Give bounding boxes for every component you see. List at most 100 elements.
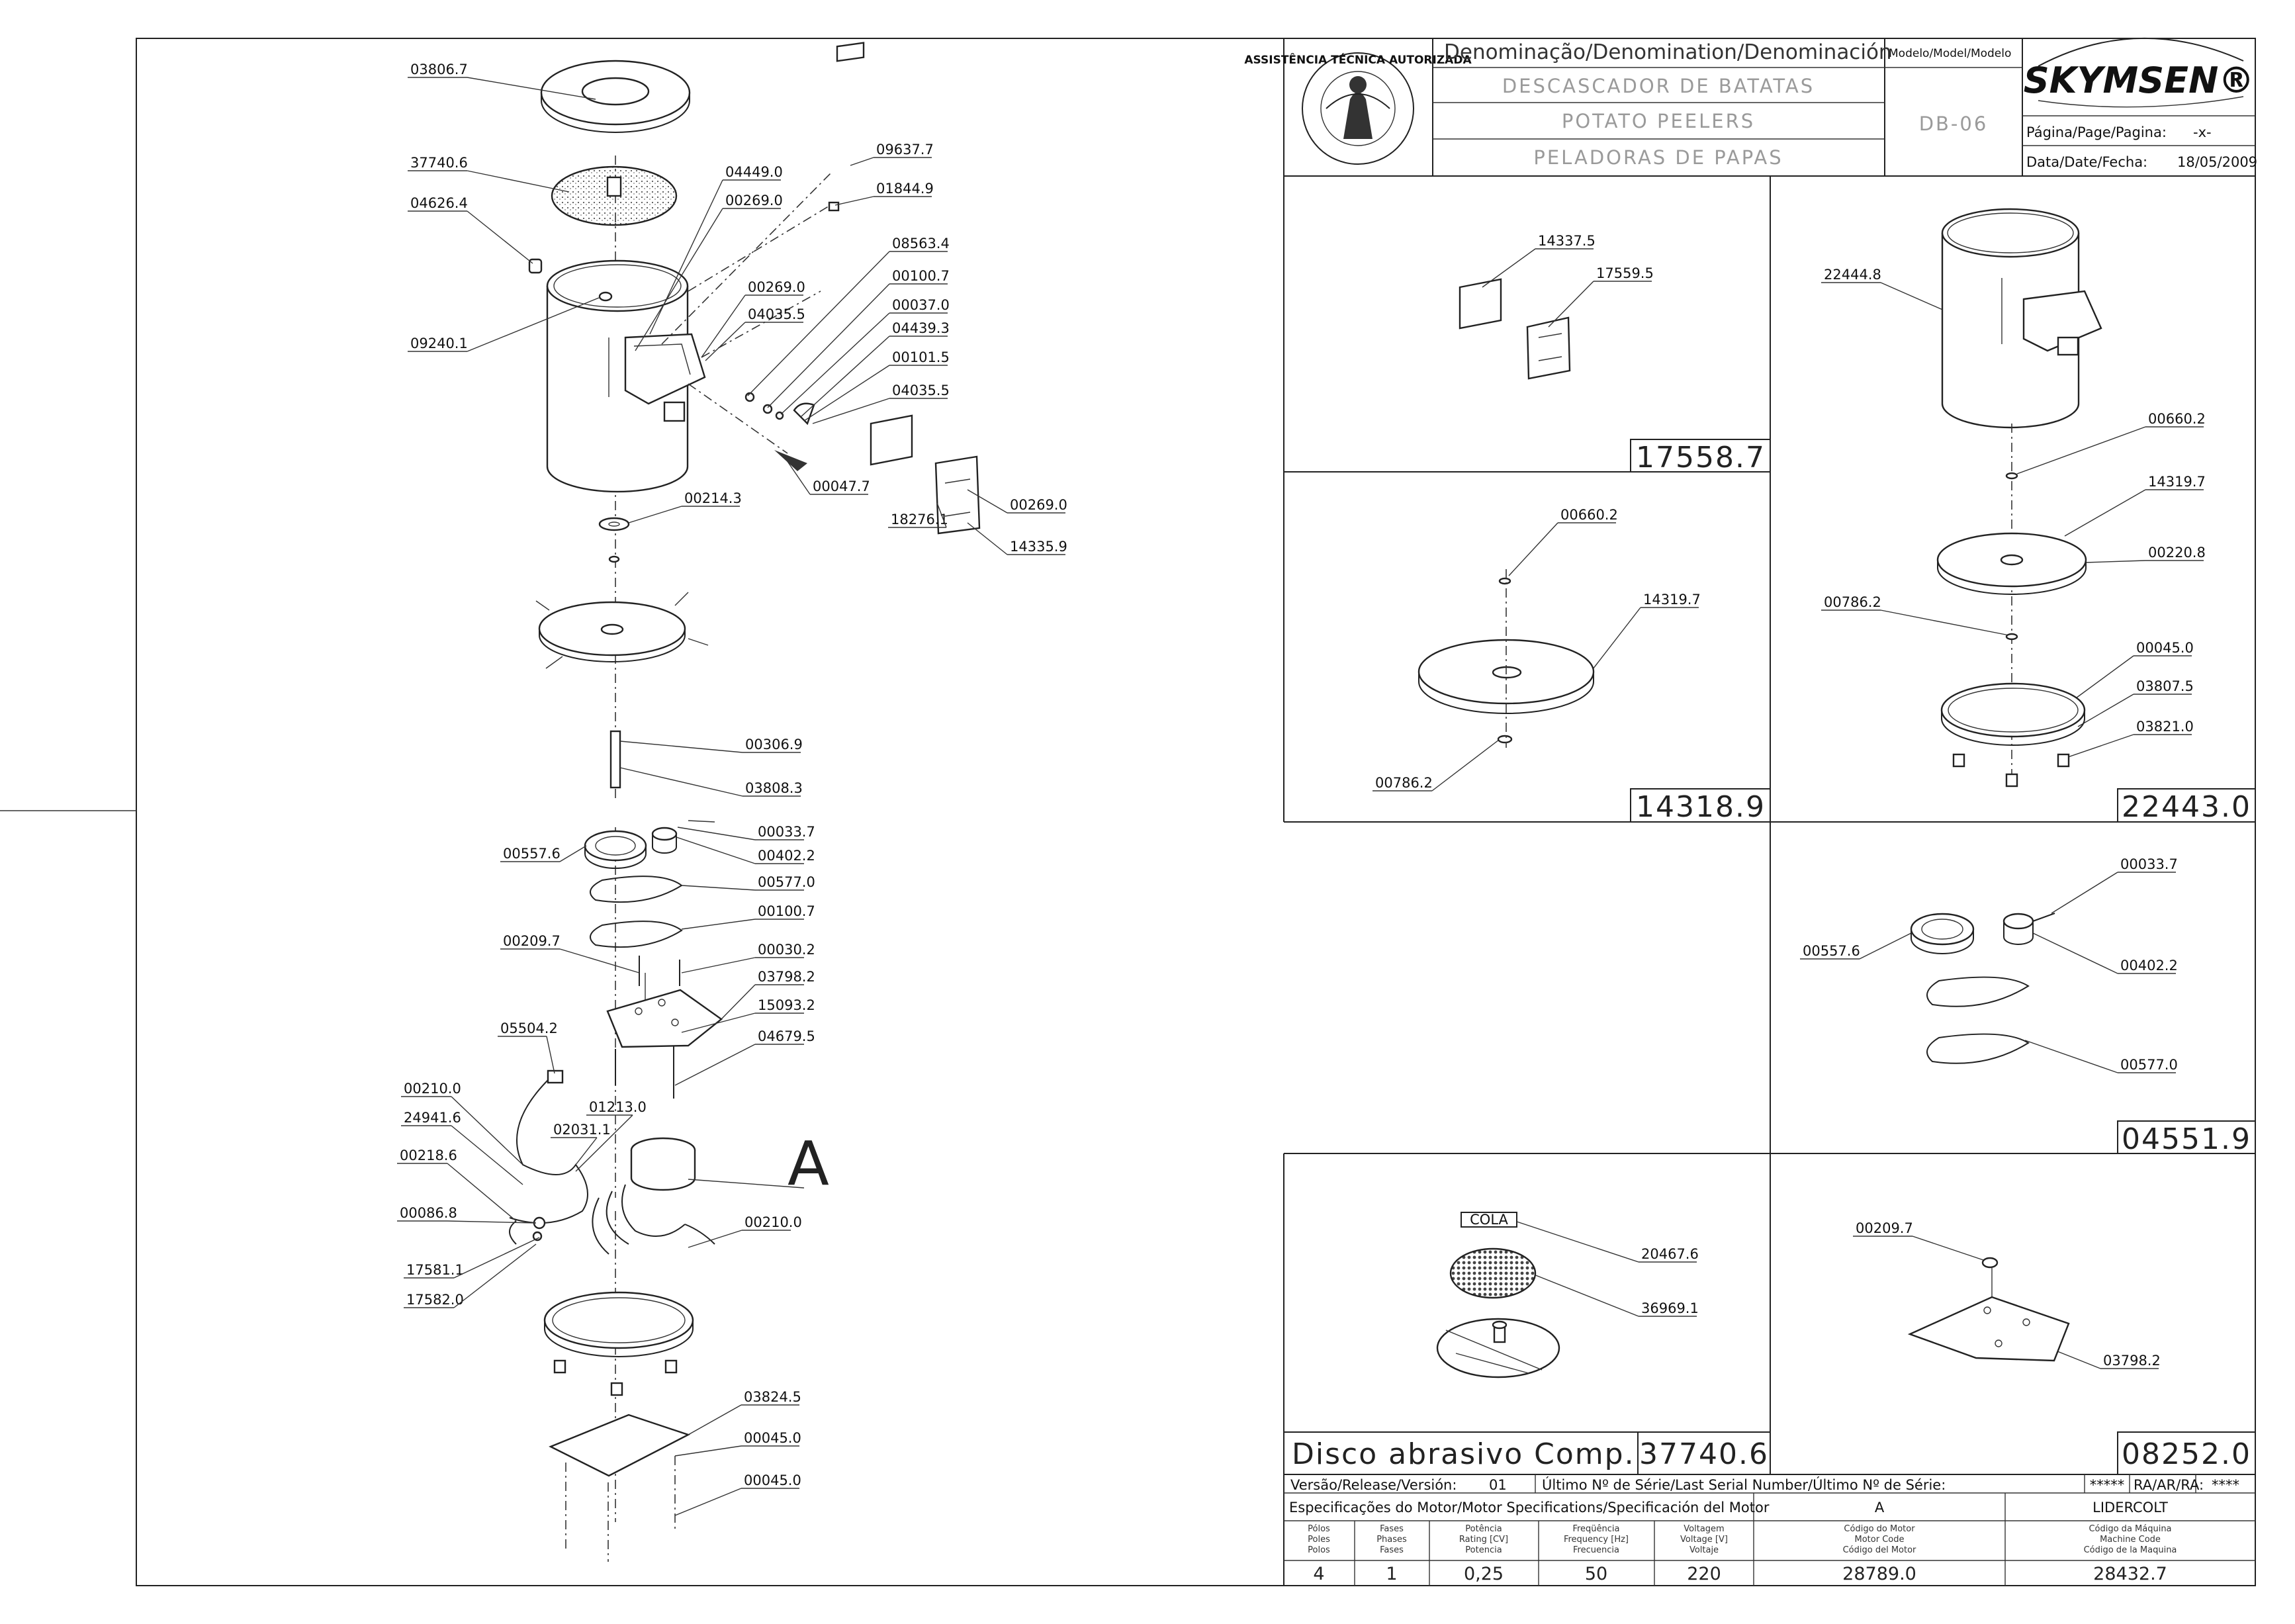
part-callout: 09637.7 (850, 142, 934, 166)
part-callout: 00218.6 (397, 1148, 517, 1222)
part-number-label: 04626.4 (410, 195, 468, 211)
part-number-label: 00209.7 (503, 933, 561, 949)
part-callout: 00033.7 (2051, 856, 2178, 914)
phases-value: 1 (1386, 1564, 1397, 1584)
part-number-label: 22444.8 (1824, 267, 1881, 283)
part-callout: 00269.0 (967, 489, 1067, 514)
motor-spec-table: Versão/Release/Versión: 01 Último Nº de … (1283, 1474, 2255, 1586)
page-value: -x- (2193, 124, 2212, 140)
cola-tag: COLA (1470, 1212, 1508, 1228)
belt-lower (590, 921, 683, 948)
part-callout: 00045.0 (674, 1430, 801, 1457)
part-number-label: 18276.1 (891, 512, 948, 527)
part-callout: 00660.2 (2016, 411, 2206, 474)
poles-value: 4 (1313, 1564, 1324, 1584)
part-number-label: 00786.2 (1375, 775, 1433, 791)
part-callout: 04626.4 (408, 195, 533, 264)
part-number-label: 03798.2 (758, 969, 815, 985)
part-number-label: 17582.0 (406, 1292, 464, 1308)
part-number-label: 04035.5 (892, 383, 950, 398)
svg-text:Voltagem: Voltagem (1684, 1524, 1724, 1534)
part-number-label: 00100.7 (892, 268, 950, 284)
main-exploded-parts (509, 42, 981, 1562)
part-number-label: 01213.0 (589, 1099, 647, 1115)
part-number-label: 09240.1 (410, 336, 468, 351)
bearing (598, 517, 630, 531)
svg-text:Pólos: Pólos (1308, 1524, 1330, 1534)
svg-text:Frecuencia: Frecuencia (1573, 1545, 1619, 1555)
main-part-labels: 03806.737740.604626.409240.104449.000269… (397, 62, 1067, 1516)
part-callout: 03821.0 (2065, 719, 2194, 758)
svg-text:Phases: Phases (1376, 1535, 1407, 1545)
part-callout: 20467.6 (1516, 1221, 1699, 1263)
date-label: Data/Date/Fecha: (2026, 154, 2147, 170)
part-callout: 00402.2 (676, 836, 815, 864)
part-callout: 17582.0 (404, 1243, 537, 1308)
part-number-label: 00660.2 (1560, 507, 1618, 523)
svg-text:Poles: Poles (1308, 1535, 1330, 1545)
part-callout: 00557.6 (1800, 932, 1912, 960)
part-number-label: 01844.9 (876, 181, 934, 197)
svg-text:Machine Code: Machine Code (2100, 1535, 2161, 1545)
part-number-label: 05504.2 (500, 1020, 558, 1036)
part-callout: 00086.8 (397, 1205, 537, 1224)
part-number-label: 03821.0 (2136, 719, 2194, 735)
cap-fitting (528, 258, 543, 274)
title-block: ASSISTÊNCIA TÉCNICA AUTORIZADA Denominaç… (1244, 37, 2257, 177)
part-callout: 00269.0 (635, 193, 783, 351)
machine-code-value: 28432.7 (2093, 1564, 2167, 1584)
model-header: Modelo/Model/Modelo (1889, 47, 2011, 60)
part-number-label: 00045.0 (744, 1430, 801, 1446)
frequency-value: 50 (1585, 1564, 1607, 1584)
part-callout: 00306.9 (619, 737, 803, 753)
motor-letter: A (1875, 1500, 1885, 1515)
part-callout: 14319.7 (2064, 474, 2206, 537)
part-number-label: 00030.2 (758, 942, 815, 958)
svg-text:Voltaje: Voltaje (1689, 1545, 1719, 1555)
part-callout: 03798.2 (2053, 1349, 2161, 1369)
sheet-border (136, 38, 2256, 1586)
part-number-label: 14319.7 (1643, 592, 1701, 608)
part-number-label: 03798.2 (2103, 1353, 2161, 1369)
part-callout: 00045.0 (2071, 640, 2194, 702)
kit-code-08252: 08252.0 (2122, 1437, 2251, 1471)
part-callout: 17559.5 (1548, 265, 1654, 328)
column-headers: Pólos Poles Polos Fases Phases Fases Pot… (1308, 1524, 2177, 1555)
part-callout: 03808.3 (619, 767, 803, 797)
svg-text:Potencia: Potencia (1465, 1545, 1502, 1555)
part-callout: 03798.2 (721, 969, 815, 1020)
part-number-label: 00557.6 (503, 846, 561, 862)
small-pulley (651, 827, 678, 841)
part-number-label: 00101.5 (892, 349, 950, 365)
denomination-header: Denominação/Denomination/Denominación (1444, 40, 1892, 64)
part-callout: 00030.2 (681, 942, 815, 973)
motor-spec-header: Especificações do Motor/Motor Specificat… (1289, 1500, 1770, 1515)
date-value: 18/05/2009 (2177, 154, 2257, 170)
part-number-label: 02031.1 (553, 1122, 611, 1138)
part-number-label: 03824.5 (744, 1389, 801, 1405)
part-number-label: 00786.2 (1824, 594, 1881, 610)
part-callout: 00660.2 (1508, 507, 1618, 576)
kit-code-04551: 04551.9 (2122, 1122, 2251, 1156)
part-callout: 01844.9 (834, 181, 934, 206)
part-number-label: 00210.0 (744, 1214, 802, 1230)
part-callout: 02031.1 (551, 1122, 611, 1165)
svg-text:Código do Motor: Código do Motor (1844, 1524, 1915, 1534)
part-callout: 22444.8 (1821, 267, 1946, 312)
part-number-label: 03808.3 (745, 780, 803, 796)
part-callout: 14319.7 (1588, 592, 1701, 676)
assembly-letter-a: A (788, 1128, 829, 1199)
base-ring (543, 1291, 694, 1349)
part-number-label: 00209.7 (1856, 1220, 1913, 1236)
shaft (609, 730, 621, 789)
part-callout: 00557.6 (500, 845, 587, 862)
rating-value: 0,25 (1464, 1564, 1504, 1584)
part-callout: 00402.2 (2032, 932, 2178, 974)
part-callout: 36969.1 (1533, 1274, 1699, 1317)
part-callout: 18276.1 (888, 502, 948, 528)
part-number-label: 00210.0 (404, 1081, 461, 1097)
svg-text:Código del Motor: Código del Motor (1843, 1545, 1916, 1555)
part-callout: 01213.0 (575, 1099, 647, 1172)
part-callout: 09240.1 (408, 297, 600, 352)
